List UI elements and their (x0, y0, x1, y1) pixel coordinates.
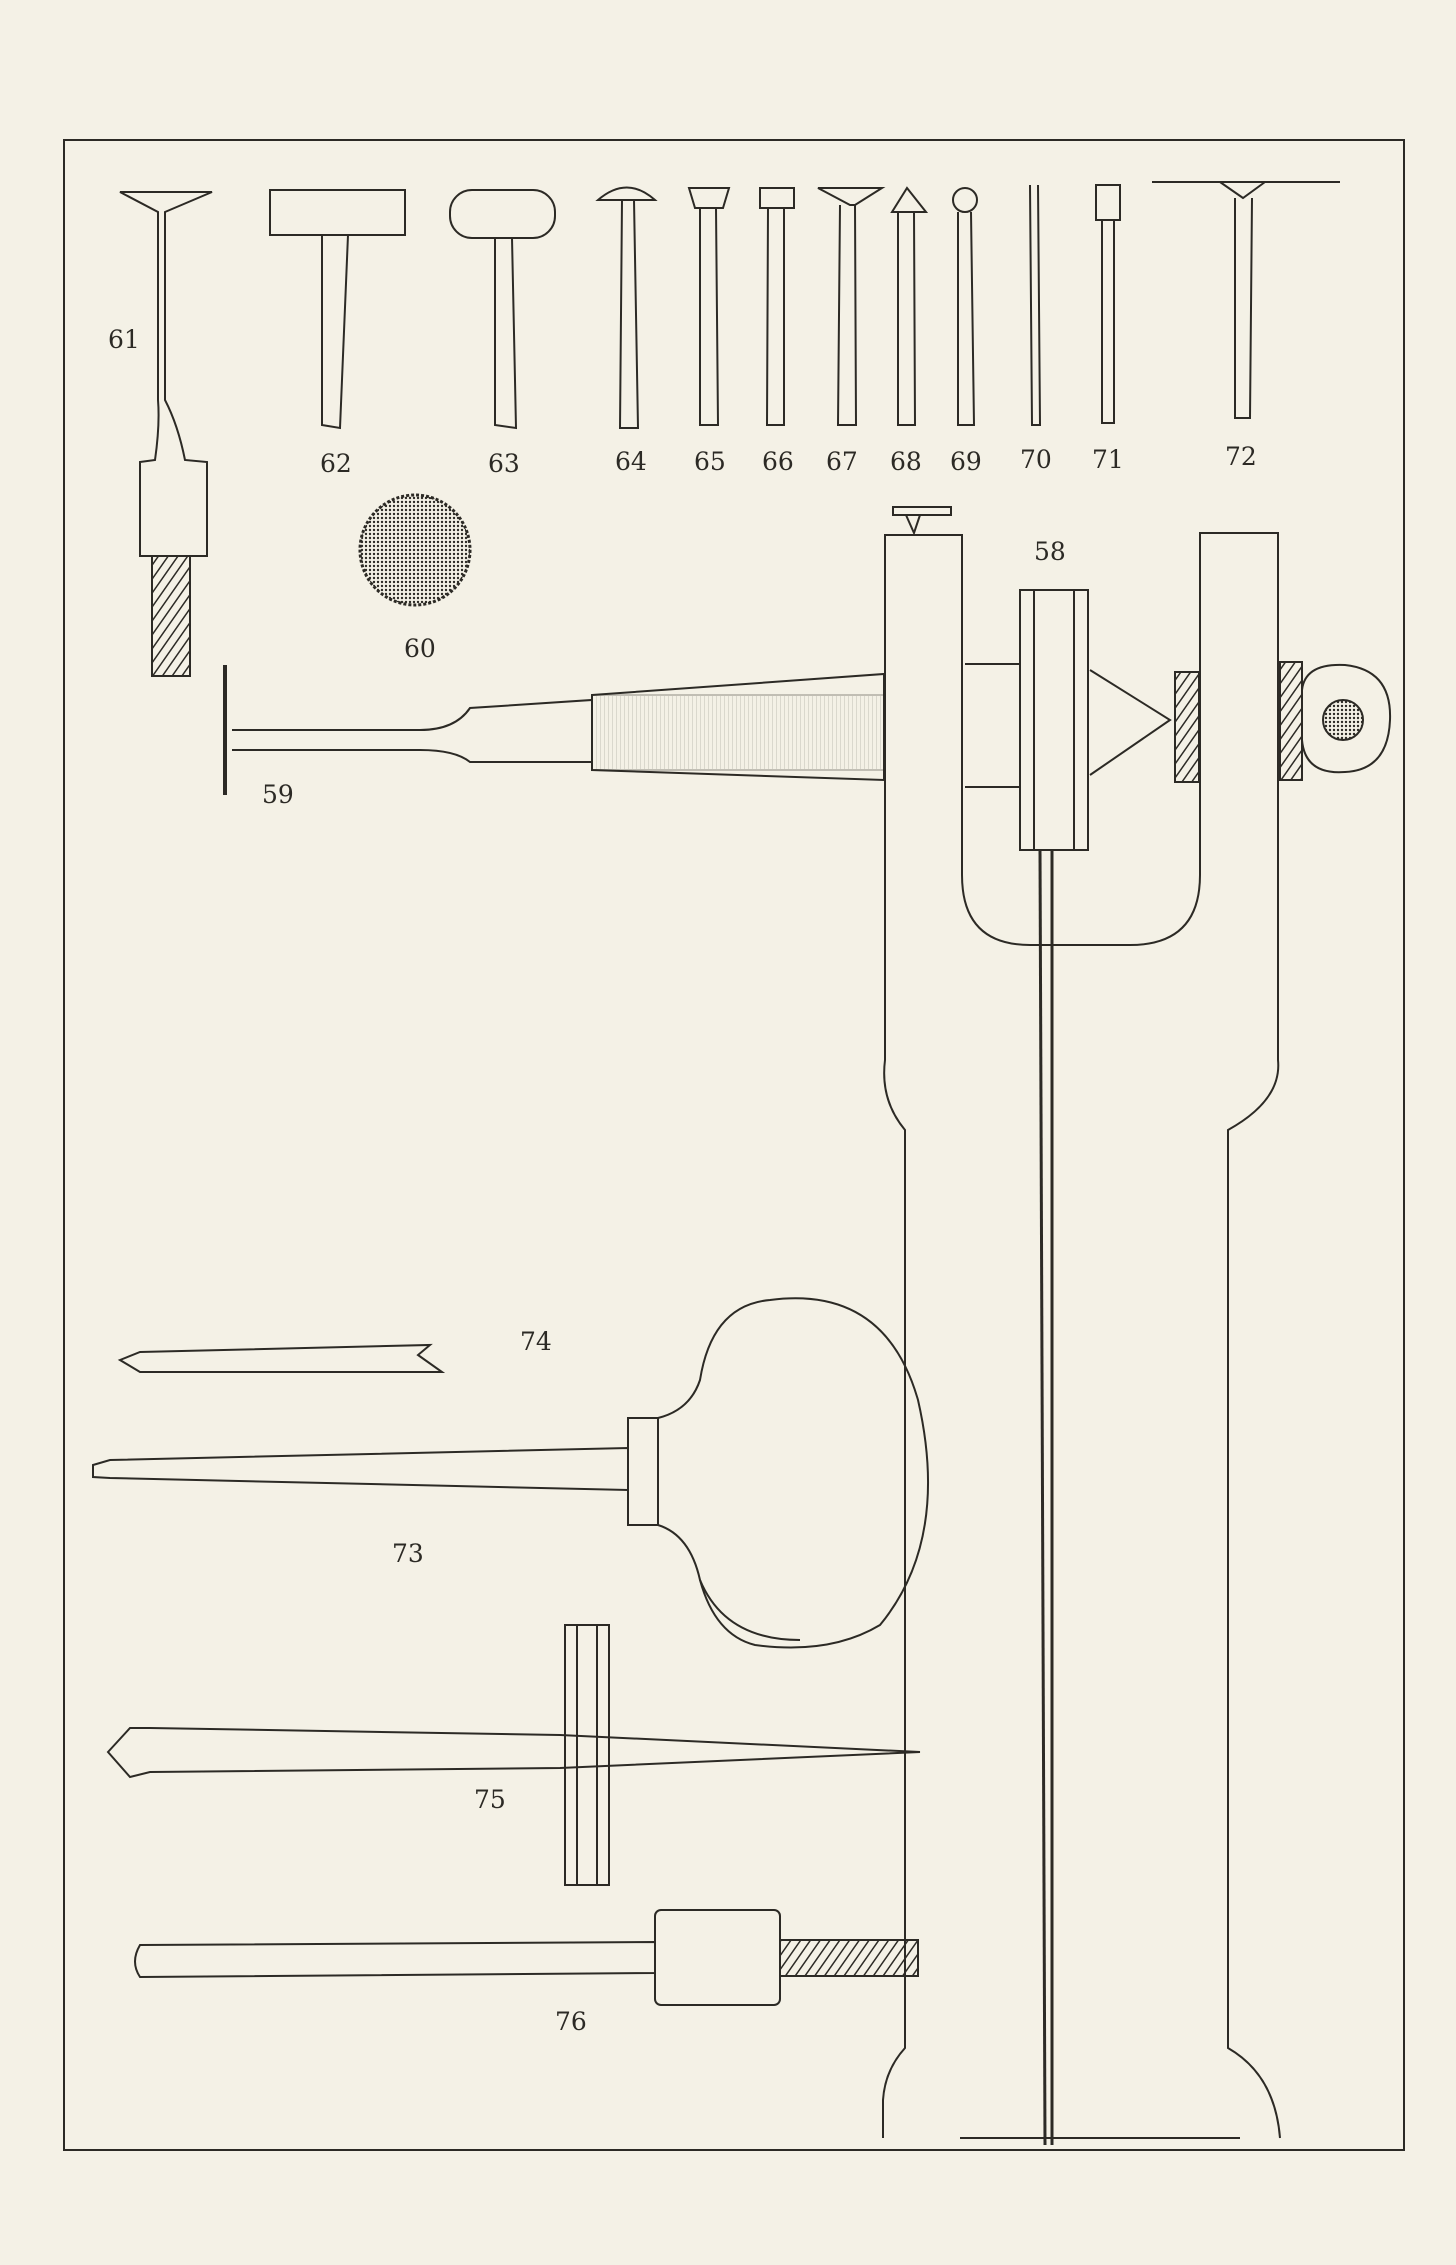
label-71: 71 (1092, 445, 1124, 474)
label-72: 72 (1225, 442, 1257, 471)
fig-75-arbor (106, 1624, 921, 1886)
fig-74-broken-graver (117, 1343, 446, 1373)
label-68: 68 (890, 447, 922, 476)
fig-73-graver (92, 1297, 930, 1649)
label-76: 76 (555, 2007, 587, 2036)
label-58: 58 (1034, 537, 1066, 566)
label-61: 61 (108, 325, 140, 354)
label-73: 73 (392, 1539, 424, 1568)
pulley (1019, 589, 1089, 851)
fig-67-punch (817, 187, 886, 426)
plate-border (63, 139, 1405, 2151)
label-75: 75 (474, 1785, 506, 1814)
label-67: 67 (826, 447, 858, 476)
label-60: 60 (404, 634, 436, 663)
label-74: 74 (520, 1327, 552, 1356)
fig-64-punch (595, 186, 658, 429)
fig-66-punch (759, 187, 795, 426)
label-62: 62 (320, 449, 352, 478)
fig-69-punch (952, 187, 978, 426)
label-65: 65 (694, 447, 726, 476)
figure-labels: 58 59 60 61 62 63 64 65 66 67 68 69 70 7… (108, 325, 1257, 2036)
fig-63-punch (449, 189, 556, 430)
fig-70-punch (1029, 184, 1042, 426)
label-63: 63 (488, 449, 520, 478)
fig-60-milled-disc (358, 493, 472, 607)
label-66: 66 (762, 447, 794, 476)
label-69: 69 (950, 447, 982, 476)
label-70: 70 (1020, 445, 1052, 474)
fig-71-punch (1095, 184, 1121, 424)
fig-59-t-rest (223, 663, 1020, 795)
label-64: 64 (615, 447, 647, 476)
fig-58-lathe-frame (882, 506, 1392, 2146)
fig-76-mandrel (134, 1909, 919, 2006)
fig-65-punch (687, 187, 731, 426)
label-59: 59 (262, 780, 294, 809)
fig-62-punch (269, 189, 406, 430)
fig-61-chisel (119, 191, 213, 677)
fig-72-tool (1152, 181, 1340, 419)
fig-68-punch (890, 186, 929, 426)
